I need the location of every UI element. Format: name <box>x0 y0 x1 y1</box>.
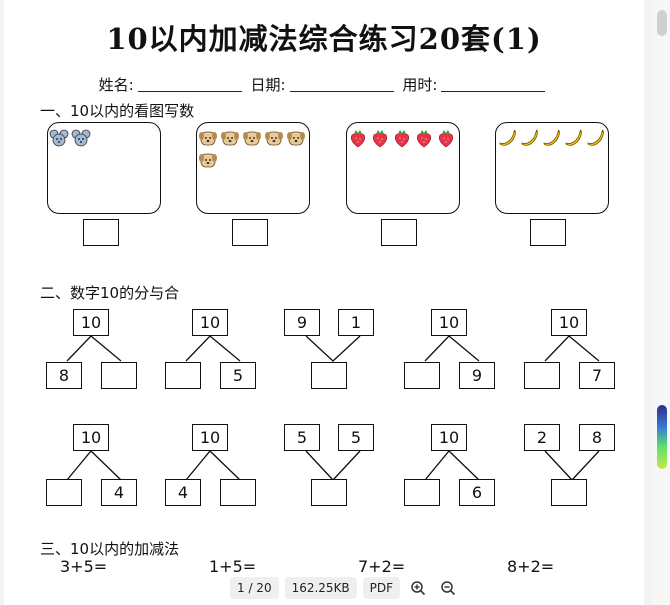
compose-part-box: 5 <box>338 424 374 451</box>
compose-total-box[interactable] <box>311 362 347 389</box>
file-size: 162.25KB <box>284 577 357 599</box>
banana-icon <box>496 127 518 149</box>
student-info-line: 姓名: 日期: 用时: <box>4 74 644 95</box>
page-title: 10以内加减法综合练习20套(1) <box>106 22 542 56</box>
compose-part-box: 1 <box>338 309 374 336</box>
name-blank <box>137 78 242 92</box>
viewer-toolbar: 1 / 20 162.25KB PDF <box>230 575 460 601</box>
strawberry-icon <box>413 127 435 149</box>
page-indicator[interactable]: 1 / 20 <box>230 577 279 599</box>
decompose-part-box[interactable]: 8 <box>46 362 82 389</box>
decompose-part-box[interactable]: 9 <box>459 362 495 389</box>
decompose-part-box[interactable]: 4 <box>165 479 201 506</box>
equation: 8+2= <box>507 557 555 576</box>
date-blank <box>289 78 394 92</box>
decompose-total-box: 10 <box>551 309 587 336</box>
strawberry-icon <box>435 127 457 149</box>
banana-icon <box>540 127 562 149</box>
zoom-out-icon[interactable] <box>436 576 460 600</box>
compose-total-box[interactable] <box>551 479 587 506</box>
strawberry-icon <box>391 127 413 149</box>
scrollbar-thumb[interactable] <box>657 405 667 469</box>
document-page: 10以内加减法综合练习20套(1) 姓名: 日期: 用时: 一、10以内的看图写… <box>4 0 644 605</box>
name-label: 姓名: <box>98 76 134 94</box>
icon-group-dogs <box>197 127 311 171</box>
decompose-total-box: 10 <box>431 309 467 336</box>
decompose-total-box: 10 <box>431 424 467 451</box>
banana-icon <box>518 127 540 149</box>
equation: 1+5= <box>209 557 257 576</box>
section2-title: 二、数字10的分与合 <box>40 284 180 302</box>
picture-box-4 <box>495 122 609 214</box>
time-blank <box>441 78 546 92</box>
answer-box-1[interactable] <box>83 219 119 246</box>
decompose-part-box[interactable]: 5 <box>220 362 256 389</box>
scrollbar[interactable] <box>652 0 670 605</box>
decompose-part-box[interactable] <box>46 479 82 506</box>
banana-icon <box>562 127 584 149</box>
decompose-part-box[interactable] <box>404 362 440 389</box>
strawberry-icon <box>369 127 391 149</box>
decompose-total-box: 10 <box>192 309 228 336</box>
mouse-icon <box>48 127 70 149</box>
decompose-part-box[interactable] <box>220 479 256 506</box>
decompose-part-box[interactable] <box>404 479 440 506</box>
decompose-part-box[interactable] <box>524 362 560 389</box>
compose-part-box: 8 <box>579 424 615 451</box>
banana-icon <box>584 127 606 149</box>
decompose-part-box[interactable]: 6 <box>459 479 495 506</box>
compose-part-box: 5 <box>284 424 320 451</box>
date-label: 日期: <box>250 76 286 94</box>
compose-part-box: 9 <box>284 309 320 336</box>
section1-title: 一、10以内的看图写数 <box>40 102 195 120</box>
decompose-part-box[interactable] <box>165 362 201 389</box>
section3-title: 三、10以内的加减法 <box>40 540 180 558</box>
decompose-total-box: 10 <box>73 424 109 451</box>
zoom-in-icon[interactable] <box>406 576 430 600</box>
picture-box-2 <box>196 122 310 214</box>
scrollbar-top-handle[interactable] <box>657 10 667 36</box>
compose-total-box[interactable] <box>311 479 347 506</box>
time-label: 用时: <box>402 76 438 94</box>
picture-box-1 <box>47 122 161 214</box>
equation: 7+2= <box>358 557 406 576</box>
decompose-total-box: 10 <box>73 309 109 336</box>
dog-icon <box>263 127 285 149</box>
file-format: PDF <box>362 577 401 599</box>
picture-box-3 <box>346 122 460 214</box>
icon-group-mice <box>48 127 162 149</box>
equation: 3+5= <box>60 557 108 576</box>
dog-icon <box>197 149 219 171</box>
answer-box-4[interactable] <box>530 219 566 246</box>
mouse-icon <box>70 127 92 149</box>
dog-icon <box>219 127 241 149</box>
answer-box-3[interactable] <box>381 219 417 246</box>
answer-box-2[interactable] <box>232 219 268 246</box>
dog-icon <box>241 127 263 149</box>
decompose-part-box[interactable] <box>101 362 137 389</box>
strawberry-icon <box>347 127 369 149</box>
icon-group-strawberries <box>347 127 461 149</box>
dog-icon <box>285 127 307 149</box>
decompose-part-box[interactable]: 7 <box>579 362 615 389</box>
dog-icon <box>197 127 219 149</box>
decompose-total-box: 10 <box>192 424 228 451</box>
compose-part-box: 2 <box>524 424 560 451</box>
icon-group-bananas <box>496 127 610 149</box>
decompose-part-box[interactable]: 4 <box>101 479 137 506</box>
